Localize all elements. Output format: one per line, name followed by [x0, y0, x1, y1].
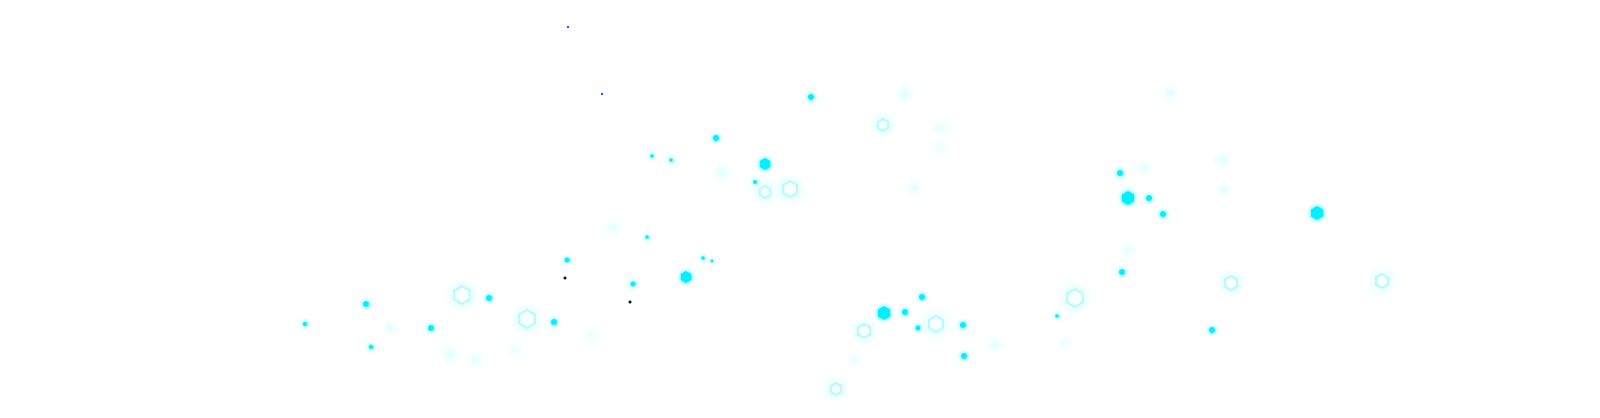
faint-particle [715, 165, 729, 179]
dot-particle [551, 319, 557, 325]
ring-particle [1223, 274, 1239, 292]
faint-particle [898, 86, 912, 100]
hexagon-particle [759, 158, 771, 170]
dot-particle [1160, 211, 1166, 217]
ring-particle [781, 179, 799, 199]
ring-particle [876, 117, 890, 133]
faint-particle-layer [384, 86, 1230, 366]
dot-particle [428, 325, 434, 331]
dot-particle [302, 321, 308, 327]
ring-particle [927, 314, 945, 334]
dot-particle [710, 259, 714, 263]
faint-particle [1164, 87, 1176, 99]
dot-particle [961, 353, 967, 359]
faint-particle [607, 222, 619, 234]
ring-glow [1061, 284, 1089, 312]
dot-particle [564, 257, 570, 263]
ring-glow [852, 319, 876, 343]
faint-particle [510, 345, 520, 355]
ring-particle [453, 284, 471, 306]
faint-particle [850, 355, 860, 365]
faint-particle [908, 182, 920, 194]
dot-particle [960, 322, 966, 328]
faint-particle [934, 122, 946, 134]
faint-particle [1218, 184, 1230, 196]
ring-particle [1066, 287, 1084, 309]
dot-particle [1209, 327, 1215, 333]
faint-particle [1139, 162, 1151, 174]
ring-glow [1370, 269, 1394, 293]
dot-particle [368, 344, 374, 350]
ring-particle [829, 381, 843, 397]
ring-glow [872, 114, 894, 136]
faint-particle [443, 348, 457, 362]
dot-particle [486, 295, 492, 301]
faint-particle [384, 322, 396, 334]
dot-particle-layer [302, 25, 1215, 359]
faint-particle [469, 354, 481, 366]
faint-particle [934, 143, 944, 153]
ring-glow [448, 281, 476, 309]
dot-particle [1119, 269, 1125, 275]
dot-particle [701, 256, 705, 260]
dot-particle [645, 235, 649, 239]
dot-particle [600, 92, 604, 96]
ring-particle [856, 322, 872, 340]
ring-glow [777, 176, 803, 202]
ring-glow [825, 378, 847, 400]
ring-particle [1374, 272, 1390, 290]
dot-particle [713, 135, 719, 141]
ring-glow [513, 305, 541, 333]
dot-particle [650, 154, 654, 158]
ring-particle [758, 184, 772, 200]
dot-particle [1117, 170, 1123, 176]
hexagon-particle [680, 271, 692, 283]
dot-particle [630, 281, 636, 287]
dot-particle [628, 300, 632, 304]
faint-particle [585, 330, 595, 340]
ring-particle-layer [448, 114, 1394, 400]
dot-particle [669, 158, 673, 162]
ring-glow [1219, 271, 1243, 295]
dot-particle [563, 276, 567, 280]
dot-particle [808, 94, 814, 100]
dot-particle [566, 25, 570, 29]
faint-particle [1122, 244, 1134, 256]
faint-particle [989, 339, 1001, 351]
hexagon-particle [1121, 191, 1135, 205]
dot-particle [902, 309, 908, 315]
ring-glow [754, 181, 776, 203]
hexagon-particle-layer [680, 158, 1324, 320]
faint-particle [1215, 153, 1229, 167]
ring-glow [923, 311, 949, 337]
faint-particle [1060, 338, 1070, 348]
dot-particle [919, 294, 925, 300]
ring-particle [518, 308, 536, 330]
dot-particle [915, 325, 921, 331]
dot-particle [1146, 195, 1152, 201]
hexagon-particle [877, 306, 891, 320]
dot-particle [363, 301, 369, 307]
dot-particle [1055, 314, 1059, 318]
hexagon-particle [1310, 206, 1324, 220]
dot-particle [753, 180, 757, 184]
